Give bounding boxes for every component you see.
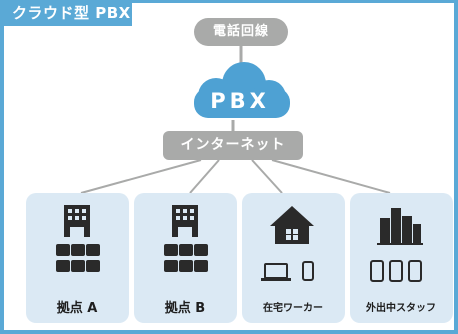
site-home-label: 在宅ワーカー [263, 303, 323, 314]
site-a-label: 拠点 A [56, 301, 98, 316]
connector-to-site-mobile [271, 159, 391, 194]
connector-to-site-home [251, 159, 283, 194]
connector-to-site-a [80, 159, 202, 194]
building-with-phones-icon [56, 205, 100, 272]
site-mobile-label: 外出中スタッフ [366, 303, 436, 314]
site-card-home [242, 193, 345, 323]
city-smartphones-icon [370, 208, 423, 282]
connector-to-site-b [189, 159, 220, 194]
internet-node: インターネット [163, 131, 303, 160]
frame-top-border [4, 0, 458, 3]
phone-line-node: 電話回線 [194, 18, 288, 46]
cloud-shape [194, 62, 290, 118]
site-card-a [26, 193, 129, 323]
pbx-cloud-label: PBX [210, 89, 270, 113]
building-with-phones-icon [164, 205, 208, 272]
diagram-canvas [26, 46, 453, 323]
diagram-title: クラウド型 PBX [4, 0, 132, 26]
site-card-mobile [350, 193, 453, 323]
site-card-b [134, 193, 237, 323]
site-b-label: 拠点 B [164, 301, 206, 316]
house-laptop-phone-icon [261, 206, 314, 281]
